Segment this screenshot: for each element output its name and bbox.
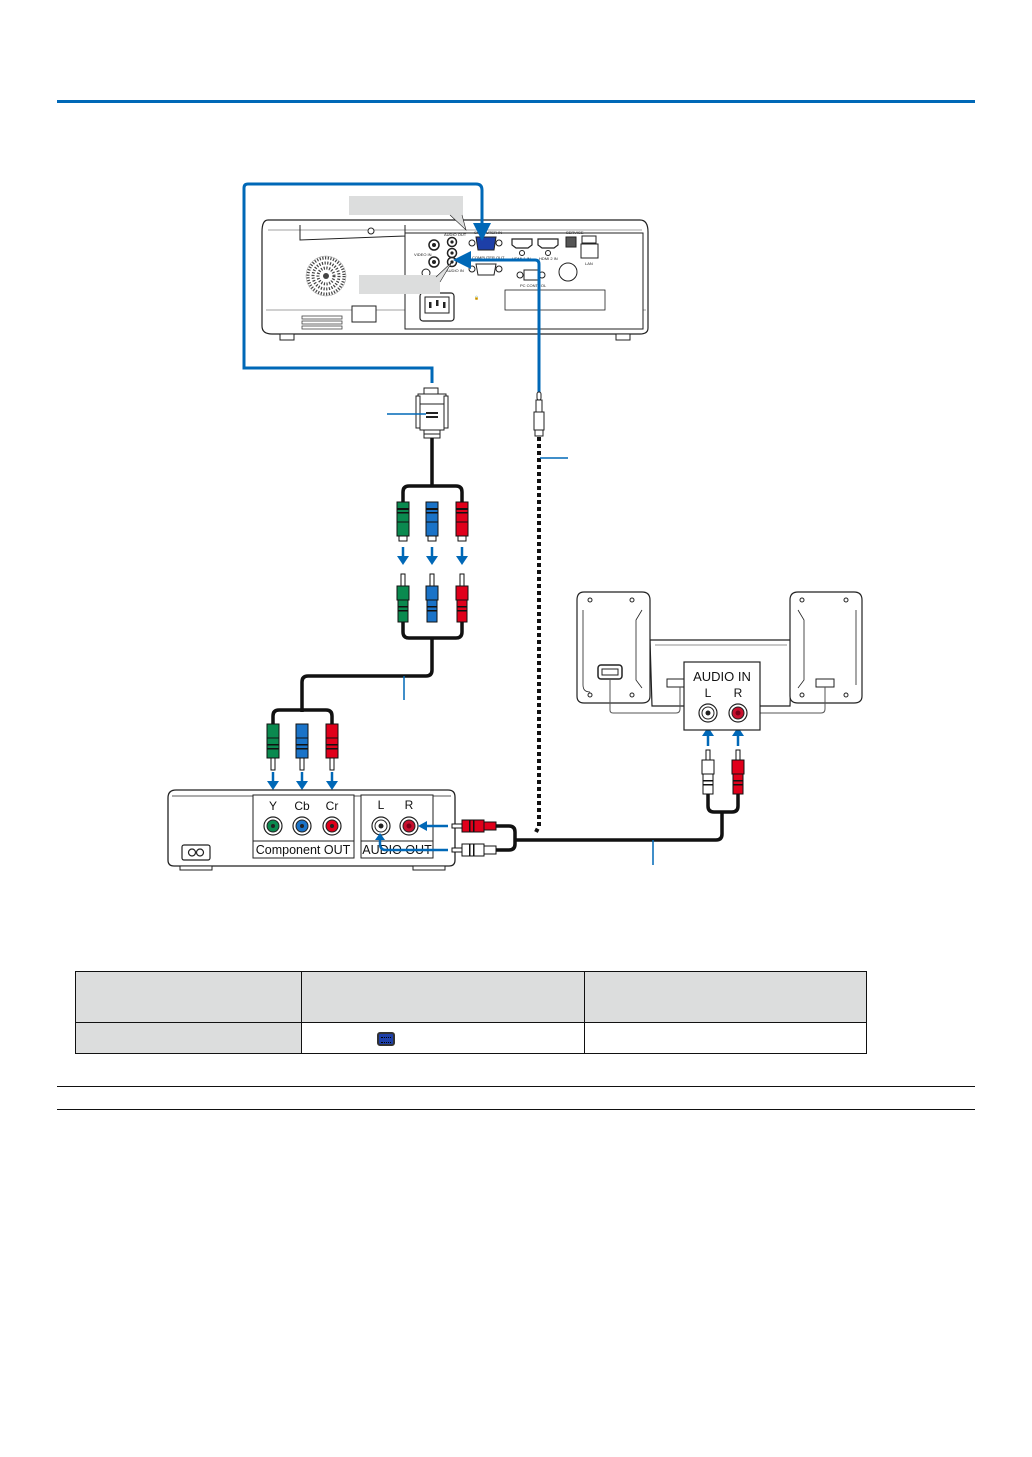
computer-out-port	[468, 263, 503, 276]
right-speaker	[789, 591, 863, 704]
cable-plug-green	[396, 573, 410, 623]
jack-label-y: Y	[269, 799, 277, 813]
jack-audio-r	[399, 816, 419, 836]
jack-audio-l	[371, 816, 391, 836]
speaker-l-label: L	[705, 686, 712, 700]
dvd-plug-red	[325, 723, 339, 771]
audio-out-label: AUDIO OUT	[444, 232, 467, 237]
computer-in-label: COMPUTER IN	[474, 230, 502, 235]
lan-label: LAN	[585, 261, 593, 266]
hdmi2-label: HDMI 2 IN	[539, 256, 558, 261]
speaker-r-label: R	[734, 686, 743, 700]
dvd-audio-arrows	[378, 824, 448, 852]
table-header-cell	[301, 971, 585, 1023]
speaker-jack-l	[698, 703, 718, 723]
adapter-plug-red	[455, 501, 469, 542]
table-cell	[301, 1022, 585, 1054]
jack-y	[263, 816, 283, 836]
note-rule-bottom	[57, 1109, 975, 1110]
adapter-plug-green	[396, 501, 410, 542]
table-cell	[583, 1022, 868, 1054]
audio-in-label: AUDIO IN	[446, 268, 464, 273]
plug-arrows-dvd	[267, 772, 338, 790]
audio-out-r-label: R	[405, 798, 414, 812]
hdmi-ports	[511, 238, 559, 256]
cable-plug-blue	[425, 573, 439, 623]
cable-plug-red	[455, 573, 469, 623]
header-rule	[57, 100, 975, 103]
note-rule-top	[57, 1086, 975, 1087]
connection-spec-table	[74, 971, 868, 1054]
component-cable-upper-plugs	[396, 573, 469, 623]
jack-label-cb: Cb	[294, 799, 310, 813]
routing-lines	[242, 182, 541, 392]
video-in-label: VIDEO IN	[414, 252, 432, 257]
computer-out-label: COMPUTER OUT	[472, 255, 505, 260]
vga-component-adapter	[387, 387, 449, 439]
component-cable	[271, 622, 464, 726]
jack-label-cr: Cr	[326, 799, 339, 813]
dvd-plug-blue	[295, 723, 309, 771]
dvd-plug-green	[266, 723, 280, 771]
jack-cb	[292, 816, 312, 836]
audio-mini-plug	[533, 391, 545, 437]
projector: 🔒 COMPUTER IN COMPUTER OUT AUDIO OUT AUD…	[261, 196, 649, 341]
table-header-cell	[74, 971, 303, 1023]
left-speaker	[576, 591, 651, 704]
adapter-cable	[401, 438, 464, 504]
speakers: AUDIO IN L R	[576, 591, 863, 731]
audio-cable-dotted	[534, 437, 541, 833]
service-label: SERVICE	[566, 230, 584, 235]
computer-in-port-icon	[377, 1031, 396, 1046]
rca-audio-cable	[496, 794, 740, 852]
dvd-audio-plugs	[451, 819, 497, 857]
speaker-audio-plugs	[701, 749, 745, 795]
table-header-cell	[583, 971, 868, 1023]
power-inlet	[419, 292, 455, 322]
table-cell	[74, 1022, 303, 1054]
speaker-jack-r	[728, 703, 748, 723]
jack-cr	[322, 816, 342, 836]
table-header-row	[74, 971, 868, 1023]
speaker-grille	[305, 255, 347, 297]
callout-audio-in	[359, 261, 453, 294]
dvd-player: Y Cb Cr Component OUT L R AUDIO OUT	[167, 789, 456, 871]
security-slot-icon: 🔒	[474, 295, 479, 300]
table-row	[74, 1022, 868, 1054]
callout-computer-in	[349, 196, 467, 231]
plug-arrows-middle	[397, 547, 468, 565]
adapter-rca-plugs	[396, 501, 469, 542]
pc-control-label: PC CONTROL	[520, 283, 547, 288]
audio-out-l-label: L	[378, 798, 385, 812]
component-cable-lower-plugs	[266, 723, 339, 771]
connection-diagram: 🔒 COMPUTER IN COMPUTER OUT AUDIO OUT AUD…	[167, 182, 863, 871]
component-out-label: Component OUT	[256, 843, 351, 857]
speaker-plug-arrows	[702, 727, 744, 746]
adapter-plug-blue	[425, 501, 439, 542]
audio-in-panel-label: AUDIO IN	[693, 669, 751, 684]
